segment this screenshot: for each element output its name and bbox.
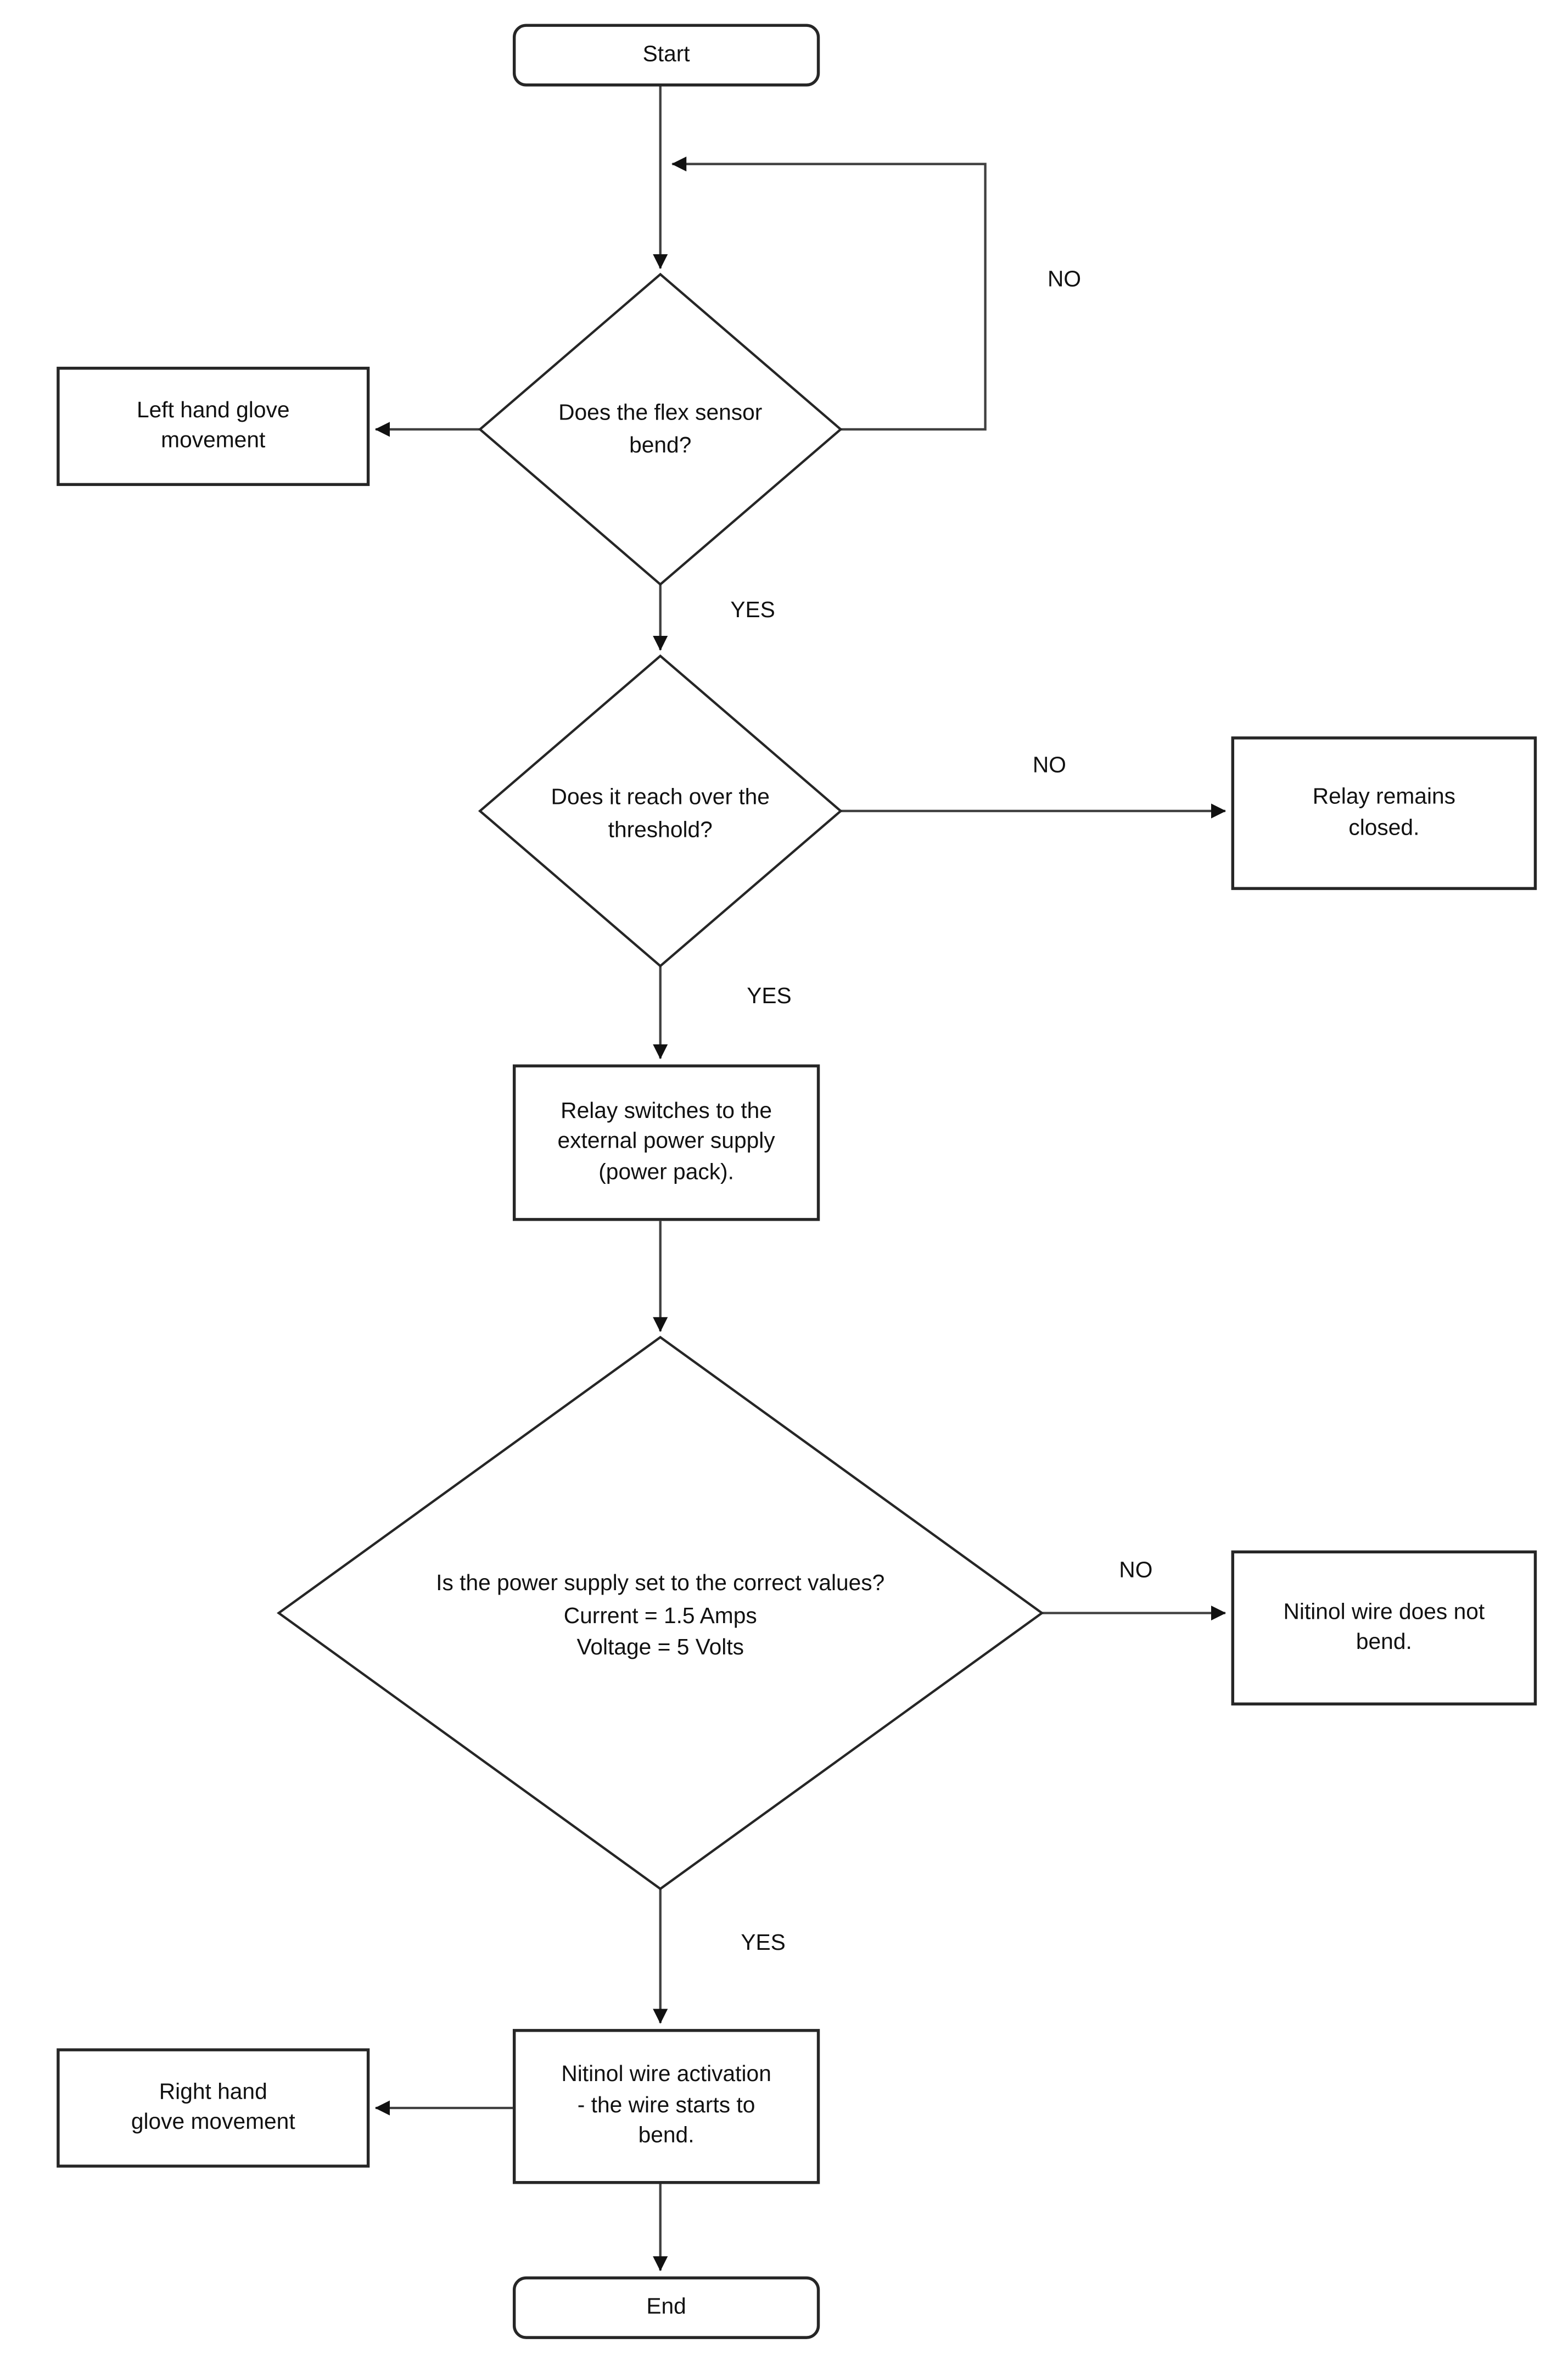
node-right-glove: Right hand glove movement <box>57 2048 370 2168</box>
label-flex-bend: Does the flex sensor bend? <box>504 398 817 462</box>
text-line: closed. <box>1348 814 1420 840</box>
text-line: movement <box>161 428 266 454</box>
edge-label-yes-1: YES <box>727 597 779 625</box>
text-line: Nitinol wire does not <box>1283 1598 1485 1624</box>
node-activation: Nitinol wire activation - the wire start… <box>512 2029 820 2184</box>
node-start: Start <box>512 24 820 87</box>
text-line: Right hand <box>159 2079 267 2105</box>
node-relay-closed: Relay remains closed. <box>1231 736 1537 890</box>
text-line: End <box>646 2294 686 2319</box>
text-line: Voltage = 5 Volts <box>576 1635 744 1660</box>
text-line: Is the power supply set to the correct v… <box>436 1570 885 1597</box>
text-line: glove movement <box>131 2109 295 2135</box>
text-line: - the wire starts to <box>577 2093 755 2118</box>
edge-label-yes-3: YES <box>737 1930 789 1958</box>
label-threshold: Does it reach over the threshold? <box>496 782 824 846</box>
text-line: threshold? <box>608 817 713 842</box>
text-line: Current = 1.5 Amps <box>563 1603 757 1629</box>
text-line: Does it reach over the <box>551 785 770 810</box>
text-line: Nitinol wire activation <box>561 2062 771 2088</box>
text-line: Left hand glove <box>136 397 290 423</box>
node-left-glove: Left hand glove movement <box>57 366 370 486</box>
text-line: bend? <box>629 432 692 458</box>
text-line: Does the flex sensor <box>558 400 763 426</box>
text-line: external power supply <box>557 1128 775 1155</box>
text-line: Start <box>642 41 690 67</box>
decision-diamond-power-check <box>276 1335 1044 1891</box>
label-power-check: Is the power supply set to the correct v… <box>310 1568 1011 1664</box>
node-relay-switch: Relay switches to the external power sup… <box>512 1064 820 1221</box>
decision-diamond-flex-bend <box>478 272 843 586</box>
edge-label-no-1: NO <box>1044 266 1084 294</box>
text-line: Relay switches to the <box>561 1098 772 1124</box>
node-no-bend: Nitinol wire does not bend. <box>1231 1550 1537 1705</box>
edge-no-loop <box>671 156 987 431</box>
edge-label-no-2: NO <box>1029 753 1069 780</box>
edge-label-yes-2: YES <box>743 983 795 1011</box>
text-line: bend. <box>638 2123 695 2149</box>
node-end: End <box>512 2276 820 2339</box>
text-line: bend. <box>1356 1629 1412 1655</box>
edge-label-no-3: NO <box>1116 1558 1156 1585</box>
text-line: (power pack). <box>598 1159 734 1185</box>
decision-diamond-threshold <box>478 654 843 968</box>
text-line: Relay remains <box>1312 784 1456 810</box>
